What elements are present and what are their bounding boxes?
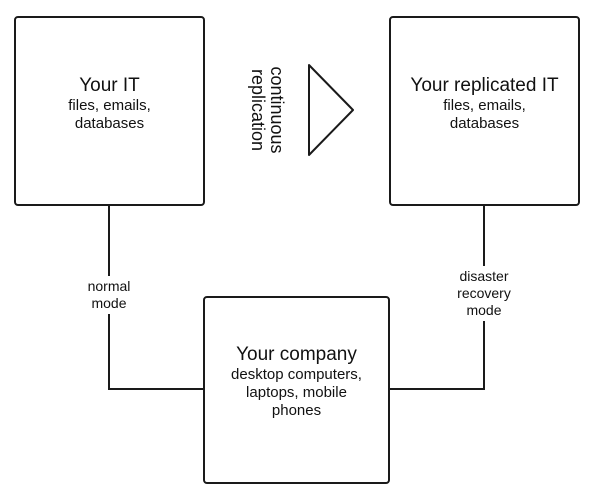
disaster-recovery-line-1: disaster <box>459 268 509 284</box>
replication-label-line-2: replication <box>248 68 268 152</box>
your-it-line-2: databases <box>74 115 145 132</box>
your-it-box: Your IT files, emails, databases <box>14 16 205 206</box>
replicated-it-line-1: files, emails, <box>443 97 526 114</box>
replicated-it-line-2: databases <box>449 115 520 132</box>
normal-mode-line-1: normal <box>87 278 131 294</box>
company-line-1: desktop computers, <box>231 366 362 383</box>
disaster-recovery-line-2: recovery <box>457 285 511 301</box>
your-it-line-1: files, emails, <box>68 97 151 114</box>
company-line-3: phones <box>271 402 322 419</box>
replicated-it-title: Your replicated IT <box>410 75 559 96</box>
replication-arrow <box>308 64 354 156</box>
replication-label-line-1: continuous <box>267 66 287 154</box>
your-it-title: Your IT <box>79 75 140 96</box>
company-line-2: laptops, mobile <box>246 384 347 401</box>
normal-mode-label: normal mode <box>76 276 142 314</box>
normal-mode-line-2: mode <box>91 295 127 311</box>
replicated-it-box: Your replicated IT files, emails, databa… <box>389 16 580 206</box>
disaster-recovery-line-3: mode <box>466 302 502 318</box>
company-box: Your company desktop computers, laptops,… <box>203 296 390 484</box>
normal-mode-connector <box>108 205 204 390</box>
company-title: Your company <box>236 344 357 365</box>
disaster-recovery-label: disaster recovery mode <box>444 266 524 321</box>
